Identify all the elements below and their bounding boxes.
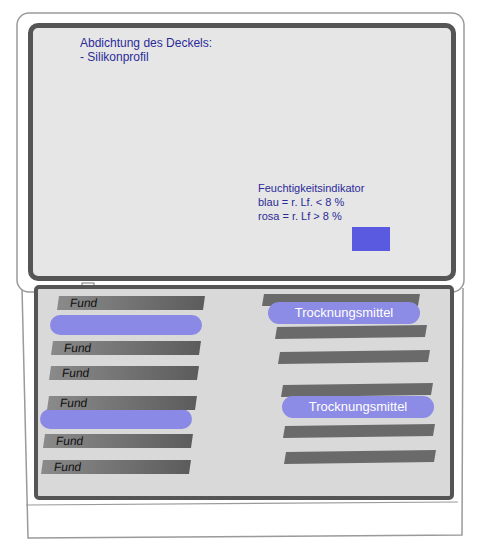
desiccant-pad: Trocknungsmittel [282,396,434,418]
find-strip: Fund [41,460,191,474]
find-strip: Fund [49,366,199,380]
lid-frame [17,13,464,292]
find-strip: Fund [43,434,193,448]
case-base [22,288,463,538]
desiccant-label: Trocknungsmittel [282,400,434,414]
case-rim [26,502,458,505]
desiccant-pad [40,409,192,429]
find-strip: Fund [47,396,197,410]
find-label: Fund [55,434,193,448]
find-label: Fund [69,296,205,310]
empty-strips [262,294,436,464]
humidity-indicator: Feuchtigkeitsindikatorblau = r. Lf. < 8 … [258,181,408,259]
find-strip: Fund [51,341,201,355]
find-label: Fund [53,460,191,474]
find-label: Fund [59,396,197,410]
desiccant-pad [50,315,202,335]
desiccant-label: Trocknungsmittel [268,306,420,320]
find-label: Fund [63,341,201,355]
indicator-label: rosa = r. Lf > 8 % [258,209,408,223]
case-lid: Abdichtung des Deckels:- SilikonprofilFe… [28,23,456,281]
lid-note: - Silikonprofil [80,50,451,64]
find-strip: Fund [57,296,205,310]
tray [36,287,452,498]
find-label: Fund [61,366,199,380]
indicator-swatch [352,227,390,251]
lid-note: Abdichtung des Deckels: [80,36,451,50]
indicator-label: Feuchtigkeitsindikator [258,181,408,195]
desiccant-pad: Trocknungsmittel [268,302,420,324]
indicator-label: blau = r. Lf. < 8 % [258,195,408,209]
